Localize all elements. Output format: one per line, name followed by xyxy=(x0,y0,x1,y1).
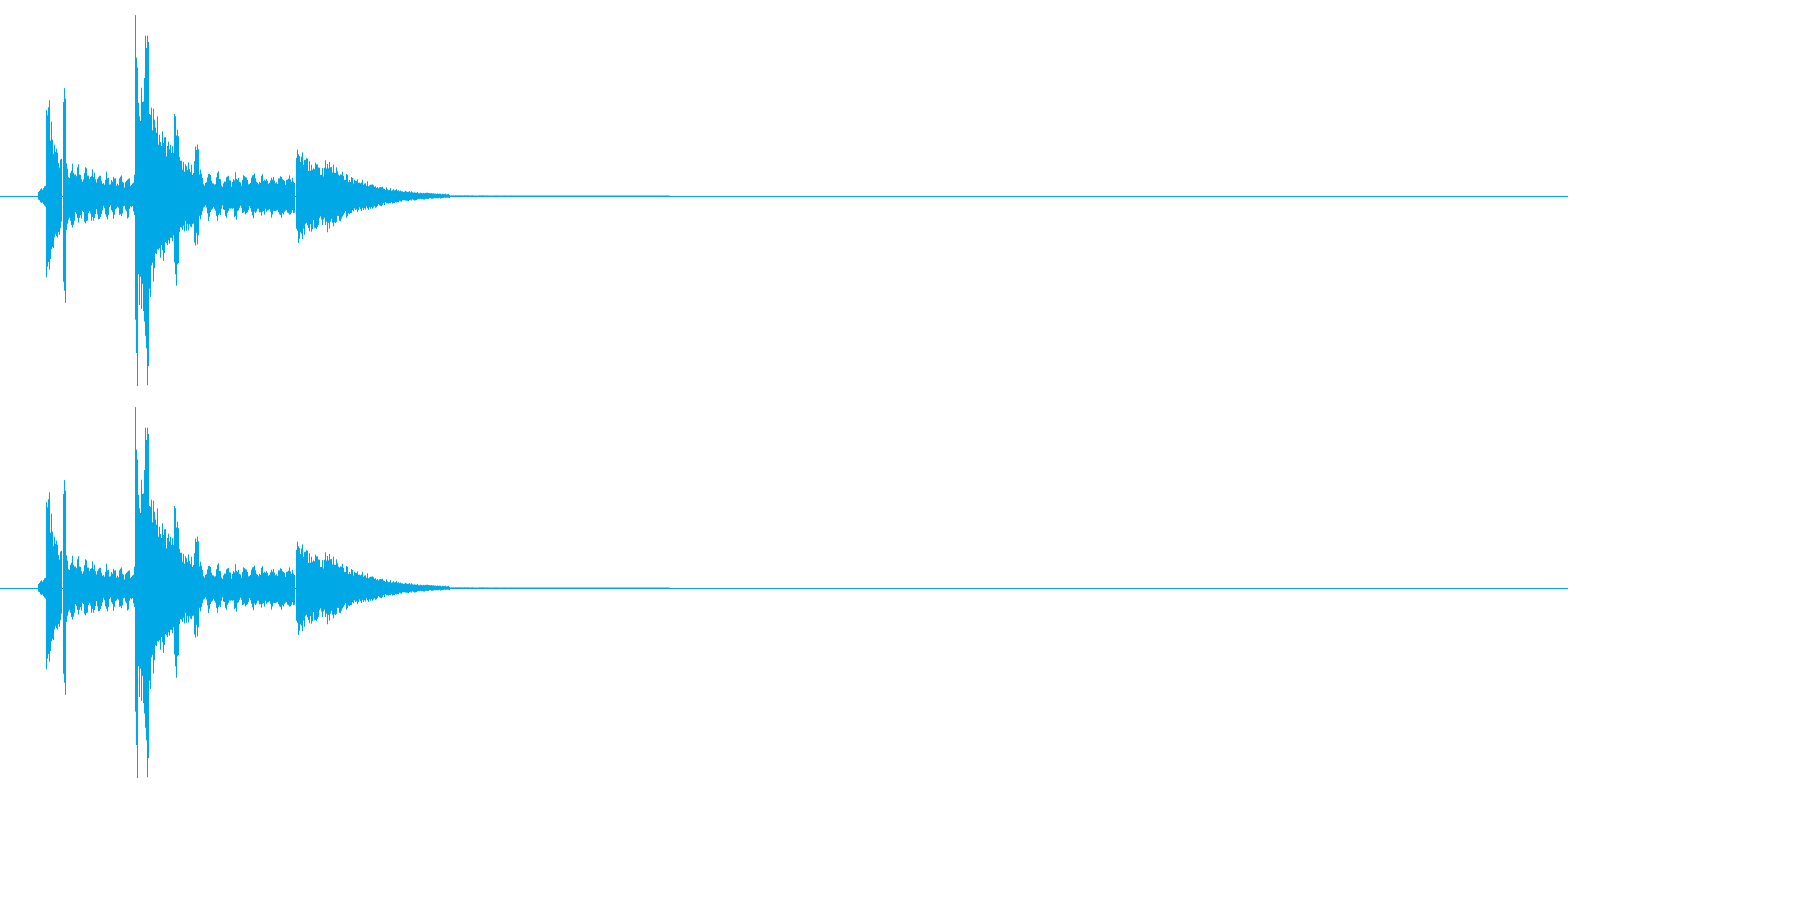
stereo-waveform xyxy=(0,15,1568,779)
waveform-view xyxy=(0,15,1568,779)
waveform-trace-right xyxy=(38,407,670,779)
waveform-trace-left xyxy=(38,15,670,387)
waveform-channel-left xyxy=(0,15,1568,387)
waveform-channel-right xyxy=(0,407,1568,779)
